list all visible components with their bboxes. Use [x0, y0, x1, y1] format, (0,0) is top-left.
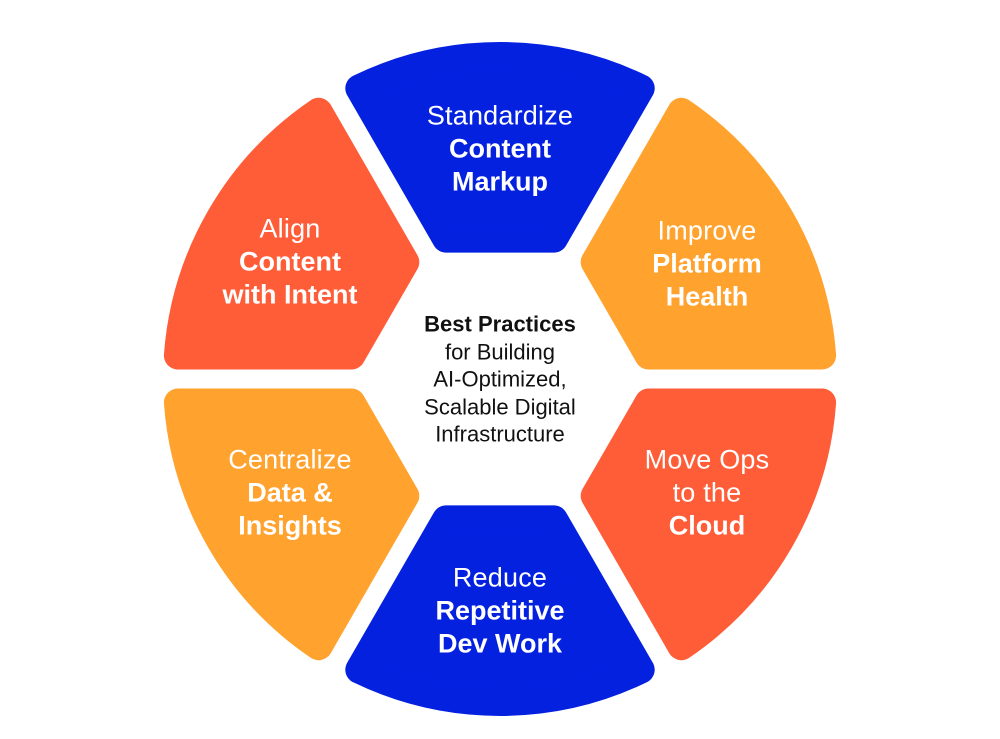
label-bold-line: Health [665, 281, 749, 312]
segment-centralize [163, 388, 420, 661]
label-bold-line: Repetitive [435, 595, 565, 626]
label-light-line: to the [672, 477, 742, 508]
label-light-line: Align [259, 213, 321, 244]
center-line: AI-Optimized, [433, 366, 567, 392]
label-light-line: Move Ops [644, 444, 770, 475]
label-improve: Improve Platform Health [597, 215, 817, 314]
label-move-ops: Move Ops to the Cloud [597, 444, 817, 543]
label-light-line: Centralize [228, 444, 352, 475]
center-caption: Best Practices for Building AI-Optimized… [385, 310, 615, 448]
label-bold-line: Cloud [668, 510, 746, 541]
center-line: Infrastructure [435, 421, 565, 447]
label-light-line: Standardize [426, 100, 574, 131]
label-bold-line: Content [239, 246, 341, 277]
segment-improve [580, 97, 837, 370]
label-light-line: Reduce [452, 562, 548, 593]
label-bold-line: Data & [247, 477, 333, 508]
segment-move-ops [580, 388, 837, 661]
segment-standardize [345, 42, 655, 253]
label-light-line: Improve [657, 215, 757, 246]
label-bold-line: Platform [652, 248, 762, 279]
label-bold-line: Insights [238, 510, 342, 541]
label-bold-line: with Intent [222, 279, 358, 310]
label-standardize: Standardize Content Markup [390, 100, 610, 199]
label-align: Align Content with Intent [180, 213, 400, 312]
center-line: Scalable Digital [424, 393, 576, 419]
segment-reduce [345, 505, 655, 716]
center-title: Best Practices [424, 311, 576, 337]
label-centralize: Centralize Data & Insights [180, 444, 400, 543]
label-bold-line: Markup [451, 166, 549, 197]
label-reduce: Reduce Repetitive Dev Work [390, 562, 610, 661]
segment-align [163, 97, 420, 370]
label-bold-line: Dev Work [437, 628, 563, 659]
center-line: for Building [444, 338, 556, 364]
label-bold-line: Content [449, 133, 551, 164]
